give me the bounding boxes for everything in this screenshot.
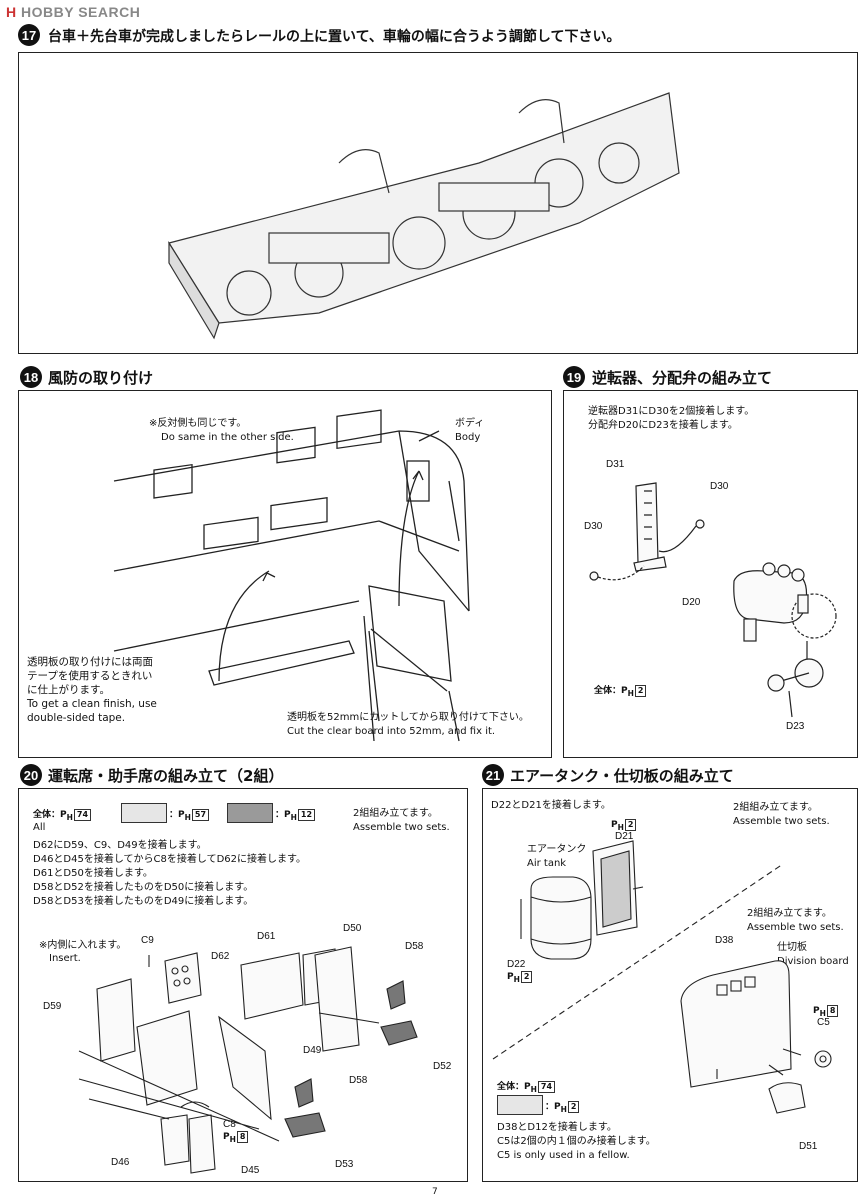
body-label-jp: ボディ xyxy=(455,418,485,429)
d22-paint-code: 2 xyxy=(520,971,533,983)
part-d30-left: D30 xyxy=(584,521,603,532)
part-d51: D51 xyxy=(799,1141,818,1152)
tip-jp: 透明板の取り付けには両面 テープを使用するときれい に仕上がります。 xyxy=(27,656,153,696)
part-d21: D21 xyxy=(615,831,634,842)
part-d61: D61 xyxy=(257,931,276,942)
body-label-en: Body xyxy=(455,432,481,443)
paint-code: 2 xyxy=(634,685,647,697)
d21-paint-code: 2 xyxy=(624,819,637,831)
note-en: Do same in the other side. xyxy=(161,432,294,443)
step-19-title: 逆転器、分配弁の組み立て xyxy=(592,369,773,387)
swatch-light-gray xyxy=(121,803,167,823)
division-board-jp: 仕切板 xyxy=(777,942,807,953)
swatch-light-gray xyxy=(497,1095,543,1115)
part-d20: D20 xyxy=(682,597,701,608)
hobby-search-logo: H HOBBY SEARCH xyxy=(6,4,140,20)
swatch-paint-code: 2 xyxy=(567,1101,580,1113)
paint-all-en: All xyxy=(33,822,46,833)
sets1-en: Assemble two sets. xyxy=(733,816,830,827)
cab-seat-illustration xyxy=(78,946,418,1174)
step-20-description: D62にD59、C9、D49を接着します。 D46とD45を接着してからC8を接… xyxy=(33,840,307,907)
paint-label: 全体： xyxy=(594,686,622,696)
part-d30-right: D30 xyxy=(710,481,729,492)
part-d58-bottom: D58 xyxy=(349,1075,368,1086)
step-17-title: 台車＋先台車が完成しましたらレールの上に置いて、車輪の幅に合うよう調節して下さい… xyxy=(48,29,621,45)
insert-jp: ※内側に入れます。 xyxy=(39,940,127,951)
body-window-illustration xyxy=(113,409,470,742)
paint-all-label: 全体： xyxy=(497,1082,525,1092)
chassis-illustration xyxy=(168,92,680,340)
part-c5: C5 xyxy=(817,1017,830,1028)
part-d62: D62 xyxy=(211,951,230,962)
step-21-desc1: D22とD21を接着します。 xyxy=(491,800,611,811)
step-21-title: エアータンク・仕切板の組み立て xyxy=(510,767,734,785)
paint-all-label: 全体： xyxy=(33,810,61,820)
step-19-panel: 逆転器D31にD30を2個接着します。 分配弁D20にD23を接着します。 D3… xyxy=(563,390,858,758)
step-21-panel: D22とD21を接着します。 2組組み立てます。 Assemble two se… xyxy=(482,788,858,1182)
swatch-dark-gray xyxy=(227,803,273,823)
c5-paint-code: 8 xyxy=(826,1005,839,1017)
note-jp: ※反対側も同じです。 xyxy=(149,418,247,429)
part-d53: D53 xyxy=(335,1159,354,1170)
c8-paint-code: 8 xyxy=(236,1131,249,1143)
part-d45: D45 xyxy=(241,1165,260,1176)
airtank-division-illustration xyxy=(492,840,832,1114)
step-21-number: 21 xyxy=(482,764,504,786)
part-d52: D52 xyxy=(433,1061,452,1072)
cut-instruction-en: Cut the clear board into 52mm, and fix i… xyxy=(287,726,496,737)
sets2-en: Assemble two sets. xyxy=(747,922,844,933)
step-18-title: 風防の取り付け xyxy=(48,369,154,387)
step-18-panel: ※反対側も同じです。 Do same in the other side. ボデ… xyxy=(18,390,552,758)
airtank-jp: エアータンク xyxy=(527,844,587,855)
part-d22: D22 xyxy=(507,959,526,970)
sets1-jp: 2組組み立てます。 xyxy=(733,802,818,813)
part-d50: D50 xyxy=(343,923,362,934)
part-d38: D38 xyxy=(715,935,734,946)
paint-3-code: 12 xyxy=(297,809,316,821)
step-20-number: 20 xyxy=(20,764,42,786)
part-d31: D31 xyxy=(606,459,625,470)
tip-en: To get a clean finish, use double-sided … xyxy=(27,698,157,724)
part-d23: D23 xyxy=(786,721,805,732)
step-18-number: 18 xyxy=(20,366,42,388)
airtank-en: Air tank xyxy=(527,858,567,869)
insert-en: Insert. xyxy=(49,953,81,964)
step-20-title: 運転席・助手席の組み立て（2組） xyxy=(48,767,284,785)
sets-en: Assemble two sets. xyxy=(353,822,450,833)
step-17-panel xyxy=(18,52,858,354)
page-number: 7 xyxy=(432,1187,438,1197)
cut-instruction-jp: 透明板を52mmにカットしてから取り付けて下さい。 xyxy=(287,712,529,723)
part-d58-top: D58 xyxy=(405,941,424,952)
part-d46: D46 xyxy=(111,1157,130,1168)
logo-mark: H xyxy=(6,4,17,20)
reverser-valve-illustration xyxy=(589,482,837,718)
step-21-desc2: D38とD12を接着します。 C5は2個の内１個のみ接着します。 C5 is o… xyxy=(497,1122,656,1161)
logo-text: HOBBY SEARCH xyxy=(21,4,141,20)
paint-all-code: 74 xyxy=(73,809,92,821)
sets2-jp: 2組組み立てます。 xyxy=(747,908,832,919)
step-19-number: 19 xyxy=(563,366,585,388)
division-board-en: Division board xyxy=(777,956,849,967)
paint-2-code: 57 xyxy=(191,809,210,821)
part-d59: D59 xyxy=(43,1001,62,1012)
step-19-description: 逆転器D31にD30を2個接着します。 分配弁D20にD23を接着します。 xyxy=(588,406,755,431)
step-17-number: 17 xyxy=(18,24,40,46)
paint-all-code: 74 xyxy=(537,1081,556,1093)
part-d49: D49 xyxy=(303,1045,322,1056)
sets-jp: 2組組み立てます。 xyxy=(353,808,438,819)
part-c8: C8 xyxy=(223,1119,236,1130)
part-c9: C9 xyxy=(141,935,154,946)
